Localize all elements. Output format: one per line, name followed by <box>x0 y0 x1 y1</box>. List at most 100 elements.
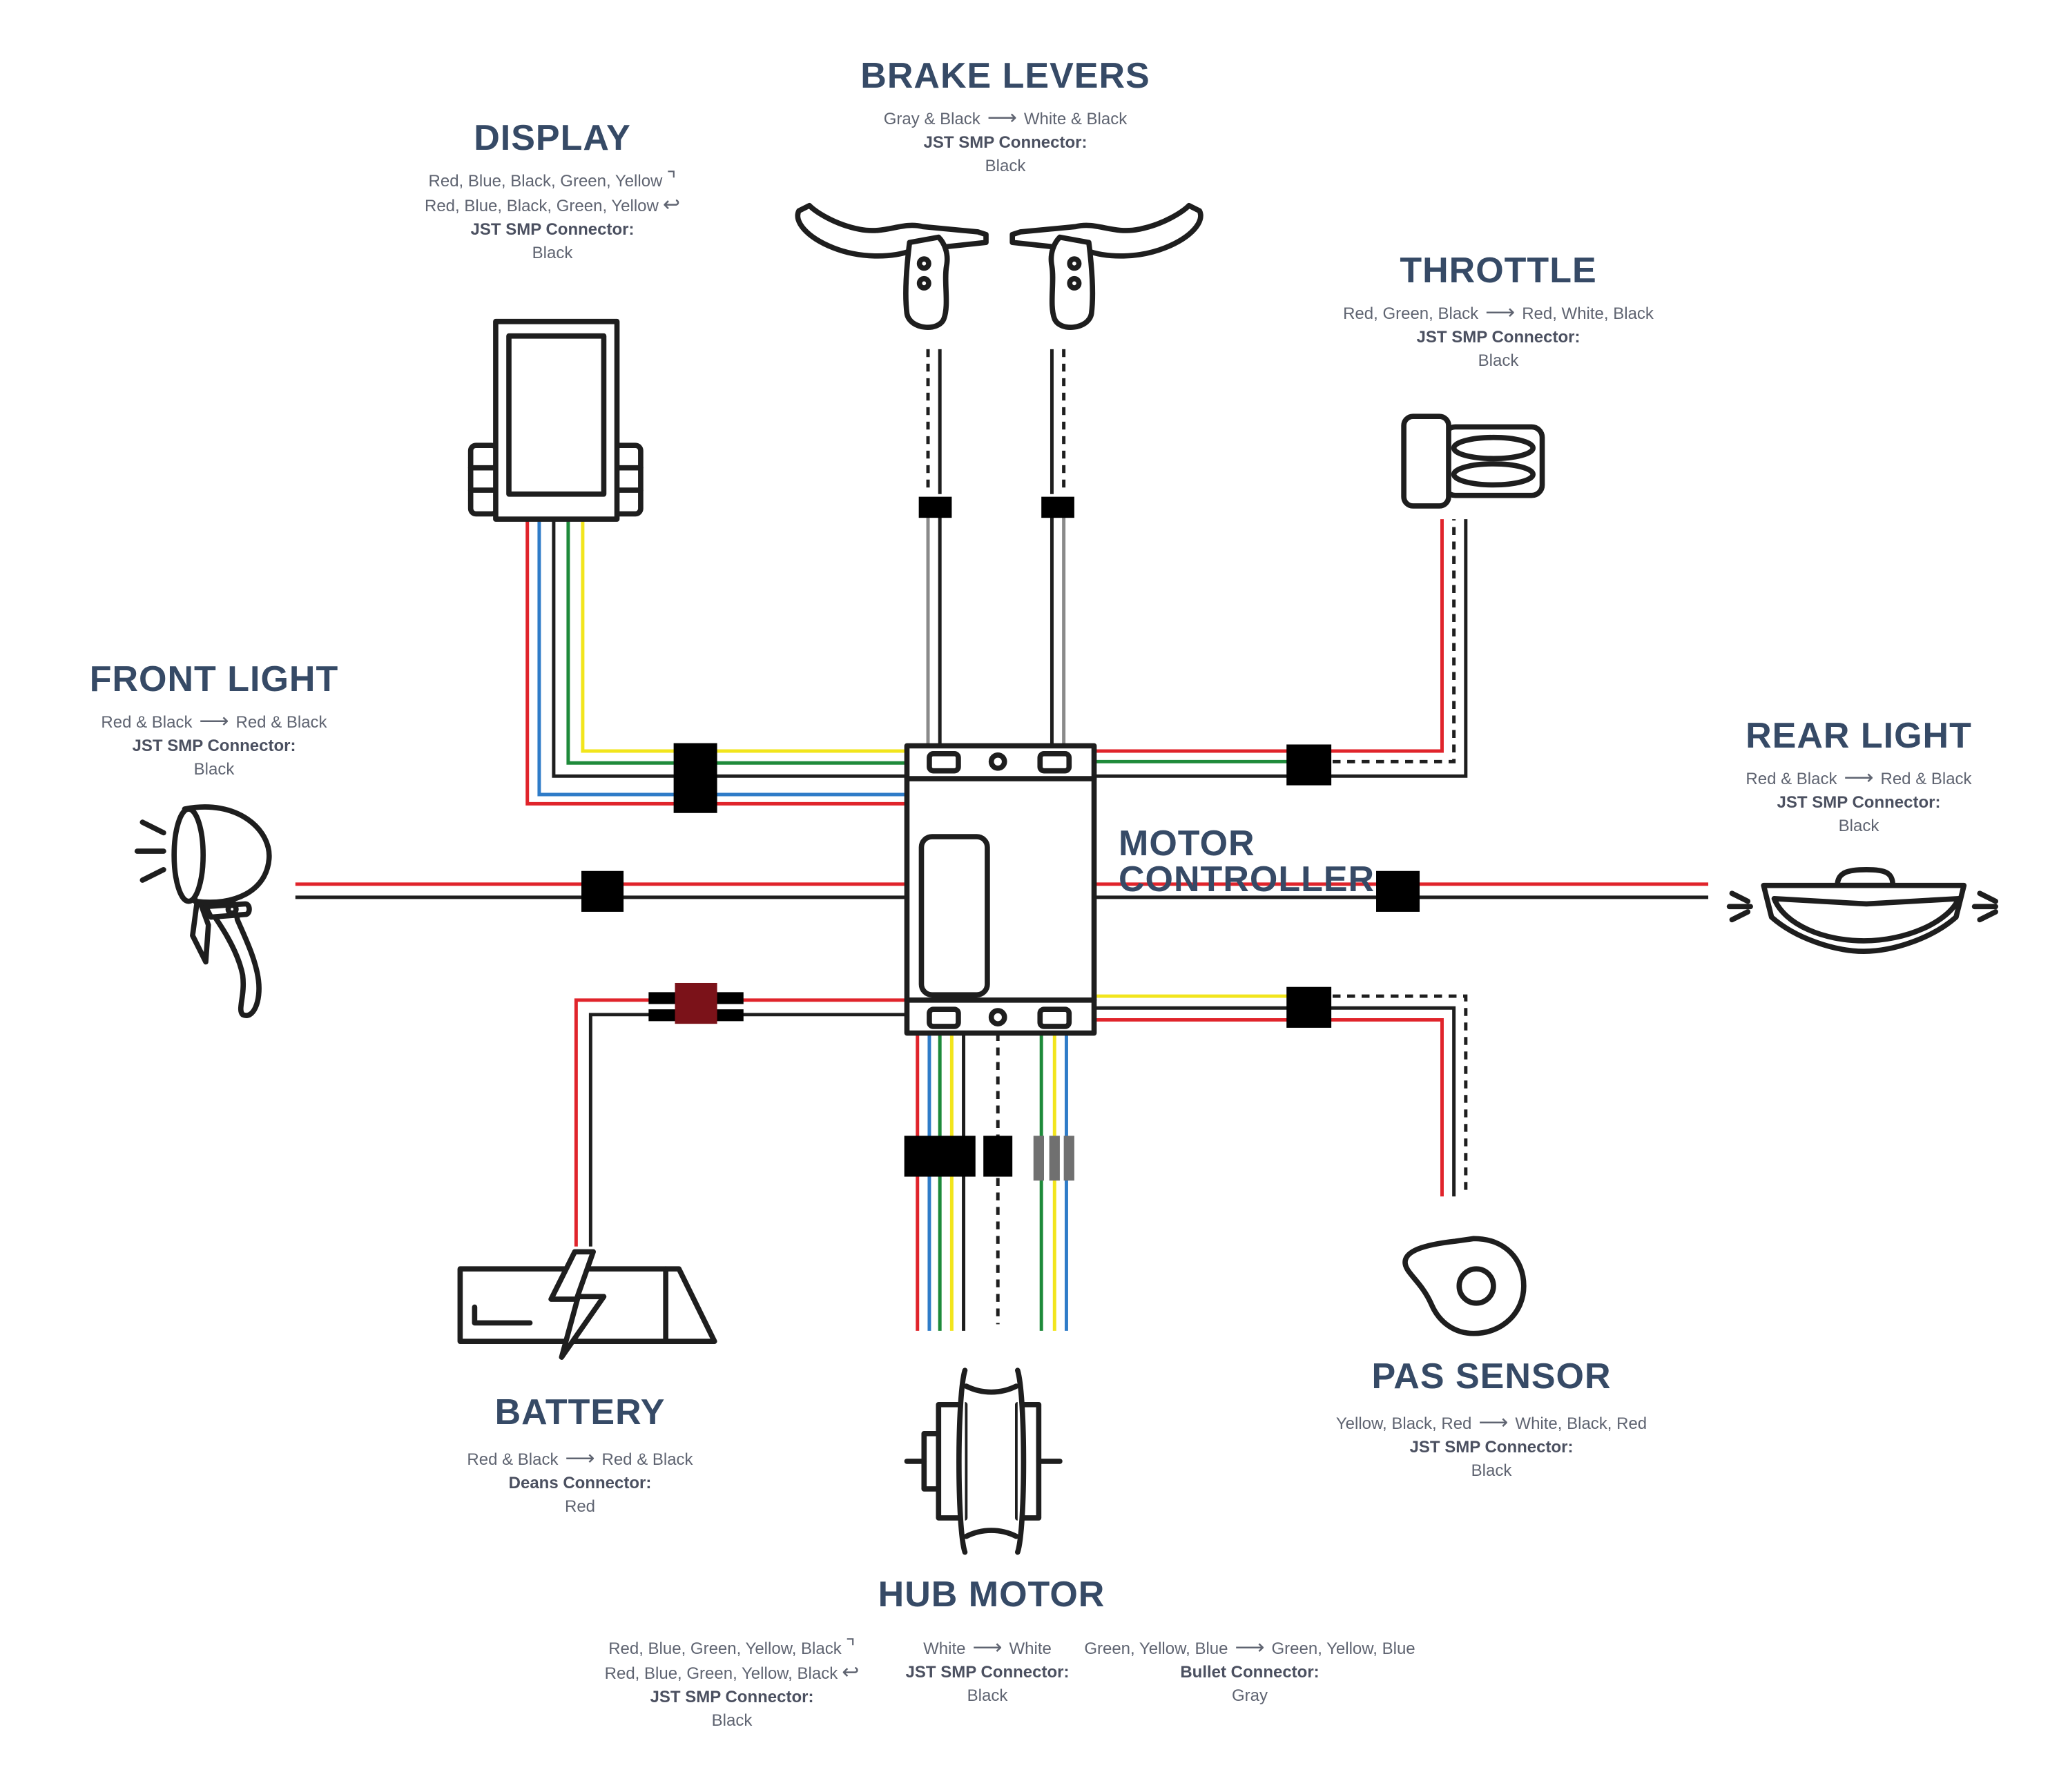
hub-motor-phase-connector-label: JST SMP Connector: <box>650 1688 814 1706</box>
throttle-connector-label: JST SMP Connector: <box>1416 328 1580 347</box>
brake-lever-left-connector <box>918 496 952 518</box>
hub-motor-speed-label: White ⟶ White JST SMP Connector: Black <box>898 1636 1077 1708</box>
display-connector <box>673 743 717 813</box>
loop-down-icon: ⌝ <box>845 1636 856 1659</box>
front-light-connector-label: JST SMP Connector: <box>132 737 296 755</box>
return-arrow-icon: ↩ <box>842 1661 860 1684</box>
arrow-right-icon: ⟶ <box>972 1636 1003 1659</box>
brake-levers-title: BRAKE LEVERS <box>860 56 1150 96</box>
display-title: DISPLAY <box>474 118 631 158</box>
brake-levers-connector-label: JST SMP Connector: <box>923 133 1088 152</box>
hub-motor-bullet-to: Green, Yellow, Blue <box>1271 1639 1415 1658</box>
hub-motor-bullet-connectors <box>1033 1136 1074 1181</box>
brake-levers-wires <box>926 349 1066 746</box>
display-wire-harness <box>525 519 907 806</box>
front-light-title: FRONT LIGHT <box>89 659 339 699</box>
battery-pack <box>457 1249 717 1360</box>
hub-motor-wires <box>916 1033 1068 1331</box>
arrow-right-icon: ⟶ <box>199 710 229 732</box>
brake-levers-wires-from: Gray & Black <box>883 110 980 128</box>
hub-motor-phase-line1: Red, Blue, Green, Yellow, Black <box>608 1639 842 1658</box>
arrow-right-icon: ⟶ <box>1844 766 1874 789</box>
pas-sensor-wires <box>1094 994 1468 1197</box>
pas-sensor-disc <box>1402 1236 1527 1336</box>
arrow-right-icon: ⟶ <box>1485 301 1516 324</box>
hub-motor-bullet-connector-label: Bullet Connector: <box>1180 1663 1320 1682</box>
battery-label: BATTERY Red & Black ⟶ Red & Black Deans Co… <box>387 1394 773 1519</box>
display-unit <box>467 318 644 522</box>
motor-controller-title: MOTOR CONTROLLER <box>1119 824 1375 899</box>
hub-motor-bullet-from: Green, Yellow, Blue <box>1084 1639 1228 1658</box>
battery-connector-label: Deans Connector: <box>508 1474 652 1492</box>
throttle-connector-color: Black <box>1478 351 1519 370</box>
battery-wires-to: Red & Black <box>601 1450 693 1469</box>
battery-wires <box>574 998 907 1247</box>
display-wires-line2: Red, Blue, Black, Green, Yellow <box>425 197 659 215</box>
pas-sensor-wires-from: Yellow, Black, Red <box>1335 1414 1472 1433</box>
pas-sensor-connector-color: Black <box>1471 1461 1512 1480</box>
rear-light-label: REAR LIGHT Red & Black ⟶ Red & Black JST S… <box>1672 718 2045 838</box>
hub-motor-bullet-connector-color: Gray <box>1231 1686 1268 1705</box>
brake-lever-right-connector <box>1041 496 1074 518</box>
hub-motor-title-block: HUB MOTOR <box>784 1577 1199 1625</box>
loop-down-icon: ⌝ <box>666 168 677 191</box>
rear-light-connector <box>1376 870 1420 912</box>
pas-sensor-label: PAS SENSOR Yellow, Black, Red ⟶ White, Bla… <box>1270 1358 1712 1483</box>
hub-motor-speed-to: White <box>1009 1639 1052 1658</box>
pas-sensor-connector <box>1286 986 1332 1028</box>
battery-connector-color: Red <box>564 1497 596 1516</box>
battery-deans-connector <box>648 982 744 1024</box>
throttle-title: THROTTLE <box>1400 251 1597 291</box>
arrow-right-icon: ⟶ <box>1235 1636 1265 1659</box>
front-light-connector-color: Black <box>193 760 235 779</box>
brake-levers-label: BRAKE LEVERS Gray & Black⟶White & Black … <box>784 58 1226 178</box>
display-label: DISPLAY Red, Blue, Black, Green, Yellow⌝… <box>345 120 760 265</box>
throttle-grip <box>1401 413 1545 509</box>
hub-motor-title: HUB MOTOR <box>878 1575 1105 1615</box>
battery-title: BATTERY <box>494 1392 666 1432</box>
motor-controller-label: MOTOR CONTROLLER <box>1119 826 1505 910</box>
throttle-wires-to: Red, White, Black <box>1522 304 1654 323</box>
hub-motor-wheel <box>904 1367 1063 1555</box>
arrow-right-icon: ⟶ <box>987 106 1017 129</box>
front-light-lamp <box>134 804 272 1018</box>
hub-motor-bullet-label: Green, Yellow, Blue⟶Green, Yellow, Blue … <box>1077 1636 1422 1708</box>
display-wires-line1: Red, Blue, Black, Green, Yellow <box>428 172 663 191</box>
pas-sensor-title: PAS SENSOR <box>1371 1356 1612 1396</box>
throttle-wires-from: Red, Green, Black <box>1343 304 1479 323</box>
brake-lever-left <box>795 202 989 330</box>
rear-light-lamp <box>1726 867 1998 954</box>
display-connector-color: Black <box>532 244 573 262</box>
front-light-label: FRONT LIGHT Red & Black ⟶ Red & Black JST … <box>28 661 400 781</box>
battery-wires-from: Red & Black <box>467 1450 559 1469</box>
pas-sensor-connector-label: JST SMP Connector: <box>1409 1438 1574 1457</box>
brake-levers-wires-to: White & Black <box>1023 110 1128 128</box>
hub-motor-phase-connector <box>904 1136 976 1177</box>
rear-light-connector-label: JST SMP Connector: <box>1777 793 1941 812</box>
return-arrow-icon: ↩ <box>662 193 680 216</box>
hub-motor-phase-connector-color: Black <box>711 1711 753 1730</box>
hub-motor-speed-connector-color: Black <box>967 1686 1008 1705</box>
rear-light-title: REAR LIGHT <box>1746 716 1972 756</box>
brake-levers-connector-color: Black <box>985 157 1026 175</box>
rear-light-connector-color: Black <box>1838 817 1879 835</box>
hub-motor-speed-connector <box>983 1136 1013 1177</box>
rear-light-wires-from: Red & Black <box>1746 770 1837 788</box>
hub-motor-phase-line2: Red, Blue, Green, Yellow, Black <box>604 1664 838 1683</box>
hub-motor-speed-from: White <box>923 1639 966 1658</box>
throttle-label: THROTTLE Red, Green, Black ⟶ Red, White, B… <box>1291 253 1705 373</box>
rear-light-wires-to: Red & Black <box>1880 770 1972 788</box>
arrow-right-icon: ⟶ <box>1478 1411 1509 1434</box>
hub-motor-speed-connector-label: JST SMP Connector: <box>905 1663 1070 1682</box>
brake-lever-right <box>1009 202 1204 330</box>
front-light-wires-to: Red & Black <box>235 713 327 732</box>
throttle-connector <box>1286 744 1332 786</box>
throttle-wires <box>1094 519 1468 778</box>
front-light-wires-from: Red & Black <box>101 713 193 732</box>
arrow-right-icon: ⟶ <box>565 1447 595 1470</box>
pas-sensor-wires-to: White, Black, Red <box>1515 1414 1647 1433</box>
front-light-connector <box>581 870 624 912</box>
motor-controller <box>904 743 1097 1036</box>
hub-motor-phase-label: Red, Blue, Green, Yellow, Black⌝ Red, Bl… <box>566 1636 898 1733</box>
